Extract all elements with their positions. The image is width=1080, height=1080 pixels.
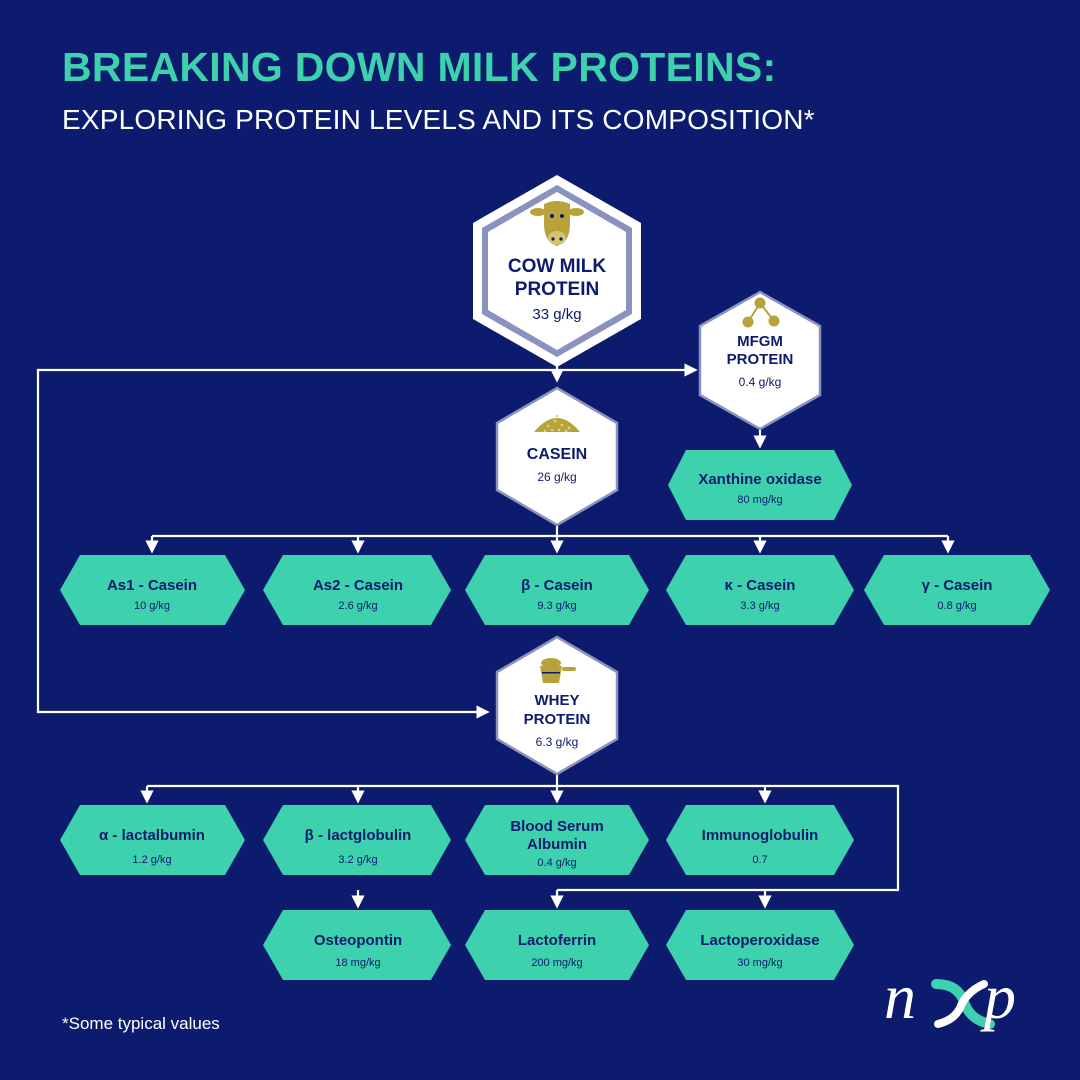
scoop-icon xyxy=(540,658,576,683)
footnote: *Some typical values xyxy=(62,1014,220,1033)
whey-component-name: Blood Serum xyxy=(510,818,603,835)
whey-component-value: 0.7 xyxy=(752,854,767,866)
whey-component-lactoperoxidase: Lactoperoxidase 30 mg/kg xyxy=(666,910,854,980)
casein-type-as2: As2 - Casein 2.6 g/kg xyxy=(263,555,451,625)
whey-value: 6.3 g/kg xyxy=(536,735,579,749)
mfgm-title-2: PROTEIN xyxy=(727,351,794,368)
cow-milk-title-2: PROTEIN xyxy=(515,279,599,300)
whey-component-name: Immunoglobulin xyxy=(702,827,819,844)
whey-component-name: β - lactglobulin xyxy=(305,827,412,844)
whey-component-osteopontin: Osteopontin 18 mg/kg xyxy=(263,910,451,980)
molecule-icon xyxy=(742,297,780,328)
whey-component-alpha-lactalbumin: α - lactalbumin 1.2 g/kg xyxy=(60,805,245,875)
whey-component-name-2: Albumin xyxy=(527,836,587,853)
casein-value: 26 g/kg xyxy=(537,470,576,484)
casein-type-beta: β - Casein 9.3 g/kg xyxy=(465,555,649,625)
whey-component-value: 200 mg/kg xyxy=(531,957,582,969)
nxp-logo: n p xyxy=(884,962,1016,1032)
whey-component-value: 18 mg/kg xyxy=(335,957,380,969)
casein-type-name: γ - Casein xyxy=(922,577,993,594)
casein-type-value: 2.6 g/kg xyxy=(338,600,377,612)
casein-node: CASEIN 26 g/kg xyxy=(495,386,619,527)
casein-type-value: 0.8 g/kg xyxy=(937,600,976,612)
casein-type-name: κ - Casein xyxy=(725,577,796,594)
svg-text:n: n xyxy=(884,962,916,1032)
whey-title-1: WHEY xyxy=(535,692,580,709)
whey-component-value: 1.2 g/kg xyxy=(132,854,171,866)
svg-text:p: p xyxy=(980,962,1016,1032)
whey-title-2: PROTEIN xyxy=(524,711,591,728)
cow-milk-protein-node: COW MILK PROTEIN 33 g/kg xyxy=(473,175,641,367)
whey-components-row-1: α - lactalbumin 1.2 g/kg β - lactglobuli… xyxy=(60,805,854,875)
powder-pile-icon xyxy=(534,414,580,433)
casein-type-value: 9.3 g/kg xyxy=(537,600,576,612)
xanthine-name: Xanthine oxidase xyxy=(698,471,821,488)
casein-type-name: As2 - Casein xyxy=(313,577,403,594)
connector-cow-to-mfgm-and-whey xyxy=(36,368,557,719)
whey-component-value: 0.4 g/kg xyxy=(537,857,576,869)
casein-type-name: β - Casein xyxy=(521,577,593,594)
casein-type-name: As1 - Casein xyxy=(107,577,197,594)
casein-type-value: 3.3 g/kg xyxy=(740,600,779,612)
whey-component-name: Lactoferrin xyxy=(518,932,596,949)
cow-milk-value: 33 g/kg xyxy=(532,306,581,323)
cow-milk-title-1: COW MILK xyxy=(508,256,606,277)
xanthine-oxidase-node: Xanthine oxidase 80 mg/kg xyxy=(668,450,852,520)
whey-component-name: α - lactalbumin xyxy=(99,827,205,844)
casein-type-as1: As1 - Casein 10 g/kg xyxy=(60,555,245,625)
whey-component-immunoglobulin: Immunoglobulin 0.7 xyxy=(666,805,854,875)
page-title: BREAKING DOWN MILK PROTEINS: xyxy=(62,44,777,90)
connectors xyxy=(36,358,955,909)
casein-title: CASEIN xyxy=(527,446,587,463)
casein-type-kappa: κ - Casein 3.3 g/kg xyxy=(666,555,854,625)
whey-component-beta-lactglobulin: β - lactglobulin 3.2 g/kg xyxy=(263,805,451,875)
mfgm-title-1: MFGM xyxy=(737,333,783,350)
xanthine-value: 80 mg/kg xyxy=(737,494,782,506)
casein-type-value: 10 g/kg xyxy=(134,600,170,612)
whey-component-lactoferrin: Lactoferrin 200 mg/kg xyxy=(465,910,649,980)
whey-component-value: 30 mg/kg xyxy=(737,957,782,969)
connector-whey-bus xyxy=(147,784,900,892)
whey-protein-node: WHEY PROTEIN 6.3 g/kg xyxy=(495,635,619,776)
whey-component-value: 3.2 g/kg xyxy=(338,854,377,866)
mfgm-value: 0.4 g/kg xyxy=(739,375,782,389)
page-subtitle: EXPLORING PROTEIN LEVELS AND ITS COMPOSI… xyxy=(62,104,815,135)
mfgm-protein-node: MFGM PROTEIN 0.4 g/kg xyxy=(698,290,822,431)
casein-types: As1 - Casein 10 g/kg As2 - Casein 2.6 g/… xyxy=(60,555,1050,625)
casein-type-gamma: γ - Casein 0.8 g/kg xyxy=(864,555,1050,625)
cow-icon xyxy=(530,201,584,246)
whey-components-row-2: Osteopontin 18 mg/kg Lactoferrin 200 mg/… xyxy=(263,910,854,980)
whey-component-blood-serum-albumin: Blood Serum Albumin 0.4 g/kg xyxy=(465,805,649,875)
whey-component-name: Lactoperoxidase xyxy=(700,932,819,949)
whey-component-name: Osteopontin xyxy=(314,932,402,949)
